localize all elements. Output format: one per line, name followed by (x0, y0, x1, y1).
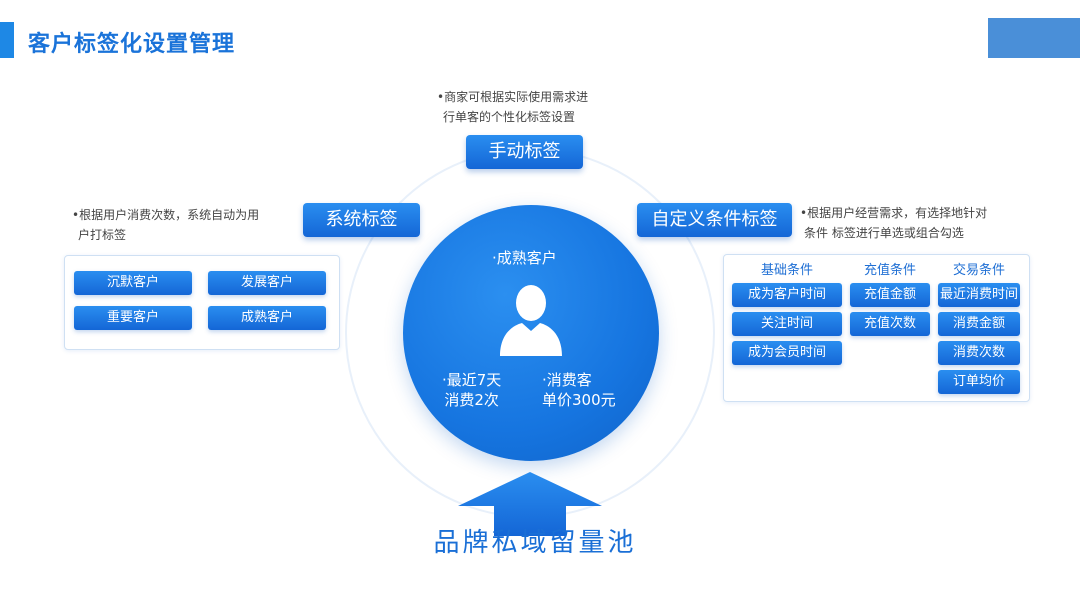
chip-average-order-value[interactable]: 订单均价 (938, 370, 1020, 394)
center-left-label: ·最近7天 消费2次 (442, 370, 501, 410)
chip-purchase-amount[interactable]: 消费金额 (938, 312, 1020, 336)
chip-silent-customer[interactable]: 沉默客户 (74, 271, 192, 295)
chip-important-customer[interactable]: 重要客户 (74, 306, 192, 330)
chip-developing-customer[interactable]: 发展客户 (208, 271, 326, 295)
custom-tag-button[interactable]: 自定义条件标签 (637, 203, 792, 237)
system-note-line1: •根据用户消费次数，系统自动为用 (72, 208, 260, 222)
custom-note-line1: •根据用户经营需求，有选择地针对 (800, 206, 988, 220)
brand-private-pool-label: 品牌私域留量池 (433, 528, 637, 558)
chip-purchase-count[interactable]: 消费次数 (938, 341, 1020, 365)
chip-recharge-amount[interactable]: 充值金额 (850, 283, 930, 307)
custom-note-line2: 条件 标签进行单选或组合勾选 (804, 226, 964, 240)
system-tag-note: •根据用户消费次数，系统自动为用 户打标签 (72, 205, 302, 245)
center-left-line2: 消费2次 (444, 391, 499, 409)
chip-become-customer-time[interactable]: 成为客户时间 (732, 283, 842, 307)
up-arrow-icon (458, 472, 602, 536)
title-accent-bar (0, 22, 14, 58)
manual-note-line1: •商家可根据实际使用需求进 (437, 90, 589, 104)
manual-note-line2: 行单客的个性化标签设置 (443, 110, 576, 124)
chip-follow-time[interactable]: 关注时间 (732, 312, 842, 336)
custom-conditions-panel: 基础条件 充值条件 交易条件 成为客户时间 关注时间 成为会员时间 充值金额 充… (723, 254, 1030, 402)
corner-decoration (988, 18, 1080, 58)
col-header-recharge: 充值条件 (863, 263, 916, 278)
system-note-line2: 户打标签 (78, 228, 127, 242)
col-header-basic: 基础条件 (760, 263, 813, 278)
system-tags-panel: 沉默客户 发展客户 重要客户 成熟客户 (64, 255, 340, 350)
chip-last-purchase-time[interactable]: 最近消费时间 (938, 283, 1020, 307)
center-top-label: ·成熟客户 (492, 249, 557, 267)
col-header-trade: 交易条件 (952, 263, 1005, 278)
center-right-line2: 单价300元 (542, 391, 616, 409)
center-right-line1: ·消费客 (542, 371, 592, 389)
chip-become-member-time[interactable]: 成为会员时间 (732, 341, 842, 365)
chip-recharge-count[interactable]: 充值次数 (850, 312, 930, 336)
page-title: 客户标签化设置管理 (28, 32, 236, 57)
custom-tag-note: •根据用户经营需求，有选择地针对 条件 标签进行单选或组合勾选 (800, 203, 1030, 243)
manual-tag-note: •商家可根据实际使用需求进 行单客的个性化标签设置 (437, 87, 627, 127)
person-silhouette-icon (500, 285, 562, 356)
system-tag-button[interactable]: 系统标签 (303, 203, 420, 237)
center-left-line1: ·最近7天 (442, 371, 502, 389)
center-right-label: ·消费客 单价300元 (542, 370, 616, 410)
chip-mature-customer[interactable]: 成熟客户 (208, 306, 326, 330)
manual-tag-button[interactable]: 手动标签 (466, 135, 583, 169)
